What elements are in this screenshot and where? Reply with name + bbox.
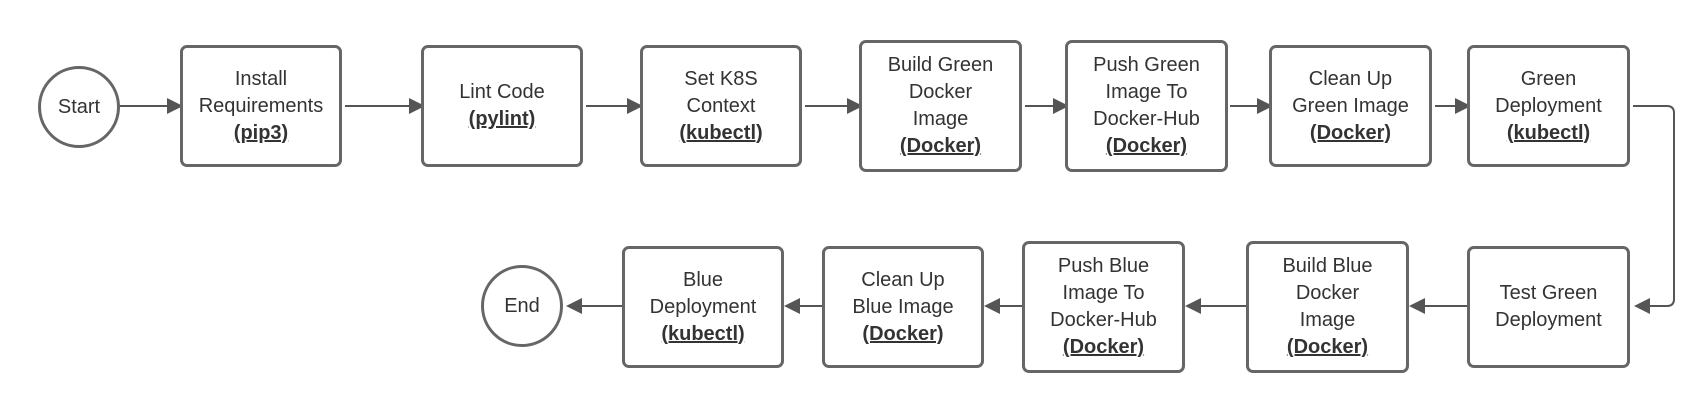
push-blue-tool: (Docker) xyxy=(1062,336,1145,358)
deploy-green-tool: (kubectl) xyxy=(1506,121,1591,144)
push-blue-line-3: Docker-Hub xyxy=(1050,309,1157,331)
test-green-line-1: Test Green xyxy=(1499,282,1598,304)
end-node: End xyxy=(481,265,563,347)
clean-up-blue-image-step: Clean Up Blue Image (Docker) xyxy=(822,246,984,368)
build-green-tool: (Docker) xyxy=(899,135,982,157)
install-line-2: Requirements xyxy=(198,94,324,117)
install-tool: (pip3) xyxy=(233,121,289,144)
start-node: Start xyxy=(38,66,120,148)
push-blue-line-2: Image To xyxy=(1062,282,1145,304)
set-k8s-context-step: Set K8S Context (kubectl) xyxy=(640,45,802,167)
test-green-deployment-step: Test Green Deployment xyxy=(1467,246,1630,368)
push-green-tool: (Docker) xyxy=(1105,135,1188,157)
push-green-line-3: Docker-Hub xyxy=(1093,108,1200,130)
push-blue-line-1: Push Blue xyxy=(1057,255,1150,277)
deploy-green-line-1: Green xyxy=(1520,67,1577,90)
clean-green-tool: (Docker) xyxy=(1309,121,1392,144)
push-blue-image-step: Push Blue Image To Docker-Hub (Docker) xyxy=(1022,241,1185,373)
build-green-image-step: Build Green Docker Image (Docker) xyxy=(859,40,1022,172)
context-line-1: Set K8S xyxy=(684,67,758,90)
deploy-green-line-2: Deployment xyxy=(1495,94,1602,117)
install-line-1: Install xyxy=(234,67,288,90)
context-line-2: Context xyxy=(686,94,756,117)
clean-blue-line-1: Clean Up xyxy=(861,268,945,291)
end-label: End xyxy=(504,294,540,317)
build-green-line-3: Image xyxy=(912,108,969,130)
clean-blue-tool: (Docker) xyxy=(862,322,944,345)
start-label: Start xyxy=(57,95,101,118)
push-green-image-step: Push Green Image To Docker-Hub (Docker) xyxy=(1065,40,1228,172)
lint-line-1: Lint Code xyxy=(459,81,545,103)
green-deployment-step: Green Deployment (kubectl) xyxy=(1467,45,1630,167)
build-blue-line-2: Docker xyxy=(1295,282,1360,304)
build-blue-line-1: Build Blue xyxy=(1282,255,1373,277)
context-tool: (kubectl) xyxy=(679,121,763,144)
push-green-line-2: Image To xyxy=(1105,81,1188,103)
clean-green-line-2: Green Image xyxy=(1292,94,1409,117)
deploy-blue-line-2: Deployment xyxy=(649,295,757,318)
build-green-line-1: Build Green xyxy=(887,54,994,76)
build-blue-image-step: Build Blue Docker Image (Docker) xyxy=(1246,241,1409,373)
clean-green-line-1: Clean Up xyxy=(1308,67,1393,90)
blue-deployment-step: Blue Deployment (kubectl) xyxy=(622,246,784,368)
lint-tool: (pylint) xyxy=(468,108,536,130)
arrow-deploy-green-to-test-green xyxy=(1633,105,1675,314)
build-blue-line-3: Image xyxy=(1299,309,1356,331)
test-green-line-2: Deployment xyxy=(1495,309,1602,331)
lint-code-step: Lint Code (pylint) xyxy=(421,45,583,167)
install-requirements-step: Install Requirements (pip3) xyxy=(180,45,342,167)
deploy-blue-tool: (kubectl) xyxy=(661,322,745,345)
push-green-line-1: Push Green xyxy=(1093,54,1200,76)
clean-up-green-image-step: Clean Up Green Image (Docker) xyxy=(1269,45,1432,167)
build-blue-tool: (Docker) xyxy=(1286,336,1369,358)
deploy-blue-line-1: Blue xyxy=(682,268,724,291)
build-green-line-2: Docker xyxy=(908,81,973,103)
clean-blue-line-2: Blue Image xyxy=(852,295,954,318)
